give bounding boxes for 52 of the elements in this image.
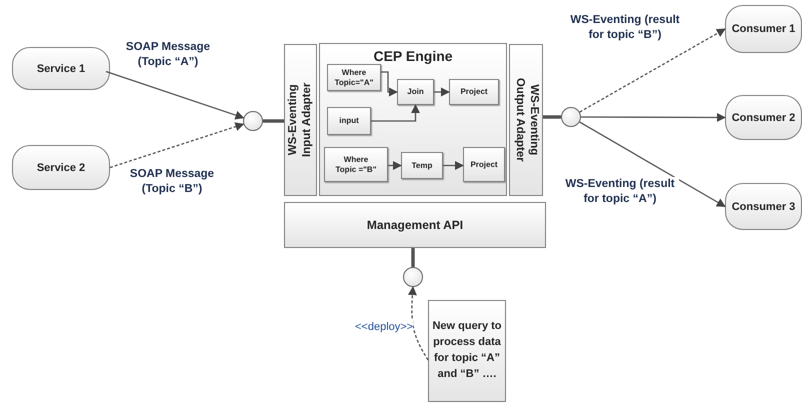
process-box	[463, 147, 505, 182]
process-box	[397, 79, 434, 105]
arrow	[408, 286, 429, 360]
node-label: Consumer 3	[732, 200, 796, 212]
arrow	[388, 161, 402, 170]
node-label: Service 1	[36, 62, 86, 74]
edge-label: <<deploy>>	[355, 320, 414, 334]
node-label: Consumer 2	[732, 112, 796, 124]
node-label: Project	[460, 87, 488, 97]
engine-title: CEP Engine	[373, 48, 453, 64]
arrow	[581, 112, 726, 122]
node-label: Management API	[366, 218, 464, 232]
rounded-box	[725, 95, 802, 140]
note-box	[428, 300, 506, 402]
arrow	[579, 121, 726, 208]
node-label: Where Topic ="B"	[334, 154, 378, 174]
adapter-box	[284, 44, 317, 196]
node-label: New query to process data for topic “A” and “B” ….	[431, 319, 503, 382]
node-label: WS-Eventing Input Adapter	[286, 82, 314, 159]
node-label: Temp	[412, 160, 432, 170]
arrow	[579, 28, 726, 113]
process-box	[324, 147, 388, 182]
arrow	[443, 161, 464, 170]
node-label: Where Topic="A"	[334, 68, 374, 88]
interface-circle	[243, 111, 263, 131]
adapter-box	[509, 44, 543, 196]
node-label: Consumer 1	[732, 23, 796, 35]
engine-frame	[319, 43, 507, 196]
process-box	[449, 79, 499, 105]
process-box	[401, 152, 443, 179]
arrow	[110, 122, 244, 168]
arrow	[381, 71, 398, 96]
rounded-box	[12, 145, 110, 190]
api-box	[284, 202, 546, 248]
rounded-box	[725, 183, 802, 230]
node-label: WS-Eventing Output Adapter	[513, 76, 540, 164]
node-label: Service 2	[36, 162, 86, 174]
interface-circle	[403, 267, 423, 287]
node-label: Join	[407, 87, 424, 97]
process-box	[327, 64, 381, 91]
node-label: Project	[470, 160, 498, 170]
arrow	[106, 70, 244, 120]
arrow	[434, 88, 450, 96]
rounded-box	[12, 47, 110, 90]
connector-line	[411, 248, 415, 267]
connector-line	[543, 115, 561, 119]
node-label: input	[339, 116, 359, 126]
connector-line	[263, 119, 284, 123]
arrow	[371, 104, 420, 122]
process-box	[327, 107, 371, 135]
interface-circle	[561, 107, 581, 127]
rounded-box	[725, 5, 802, 53]
